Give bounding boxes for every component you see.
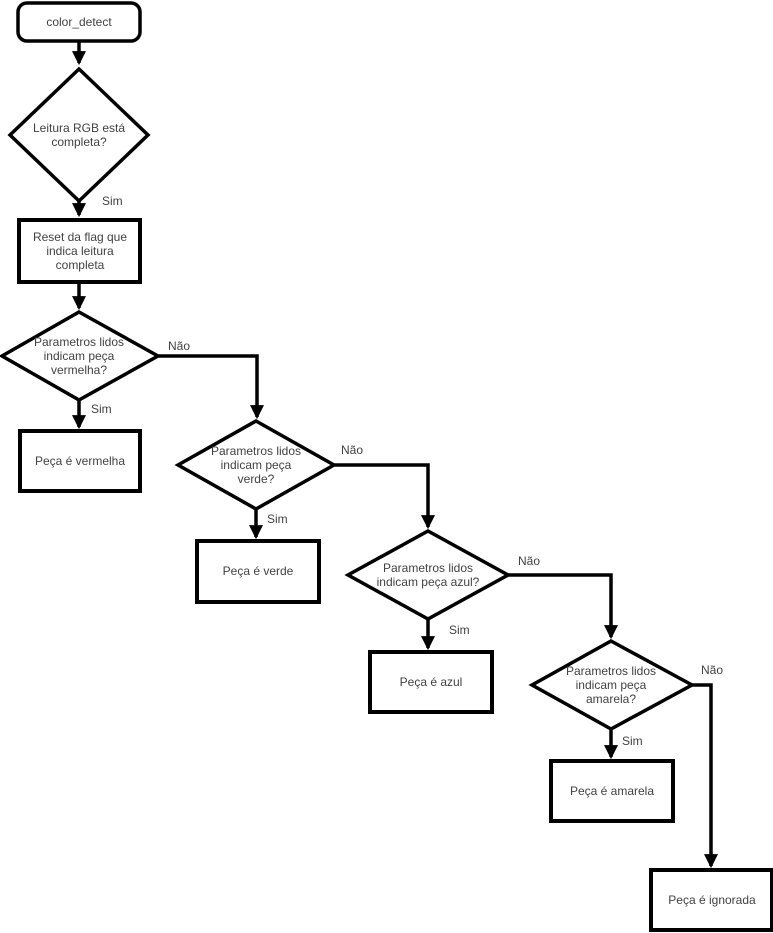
- edge-label-sim-rgb: Sim: [102, 194, 123, 208]
- start-node-label: color_detect: [46, 14, 112, 29]
- edge-amarela-nao-to-ignorada: [692, 683, 718, 869]
- edge-label-sim-amarela: Sim: [622, 734, 643, 748]
- result-amarela-shape: [549, 759, 675, 823]
- result-azul-shape: [368, 650, 494, 714]
- result-verde-label: Peça é verde: [222, 563, 294, 578]
- edge-label-sim-verde: Sim: [267, 512, 288, 526]
- result-vermelha-label: Peça é vermelha: [34, 453, 126, 468]
- process-reset-shape: [17, 218, 142, 284]
- decision-amarela-shape: [528, 639, 696, 731]
- result-vermelha-shape: [18, 429, 142, 493]
- edge-azul-nao-to-amarela-check: [508, 573, 618, 640]
- decision-verde-label: Parametros lidos indicam peça verde?: [210, 443, 302, 487]
- edge-vermelha-nao-to-verde-check: [158, 354, 264, 420]
- process-reset-label: Reset da flag que indica leitura complet…: [32, 229, 128, 273]
- decision-verde-shape: [174, 418, 338, 512]
- start-terminator-shape: [16, 1, 142, 43]
- edge-label-nao-verde: Não: [341, 443, 364, 457]
- edge-label-nao-azul: Não: [518, 554, 541, 568]
- result-amarela-label: Peça é amarela: [569, 783, 655, 798]
- result-ignorada-shape: [649, 868, 773, 932]
- decision-amarela-label: Parametros lidos indicam peça amarela?: [565, 663, 657, 707]
- edge-verde-nao-to-azul-check: [334, 463, 435, 530]
- edge-label-nao-amarela: Não: [701, 663, 724, 677]
- decision-vermelha-shape: [0, 309, 162, 403]
- edge-label-nao-vermelha: Não: [168, 339, 191, 353]
- result-ignorada-label: Peça é ignorada: [668, 892, 756, 907]
- decision-azul-label: Parametros lidos indicam peça azul?: [376, 560, 480, 589]
- decision-rgb-label: Leitura RGB está completa?: [32, 120, 126, 149]
- decision-azul-shape: [344, 529, 512, 621]
- decision-vermelha-label: Parametros lidos indicam peça vermelha?: [33, 334, 125, 378]
- result-azul-label: Peça é azul: [399, 674, 463, 689]
- decision-rgb-shape: [7, 66, 151, 204]
- edge-label-sim-vermelha: Sim: [91, 402, 112, 416]
- result-verde-shape: [195, 539, 321, 604]
- edge-label-sim-azul: Sim: [449, 623, 470, 637]
